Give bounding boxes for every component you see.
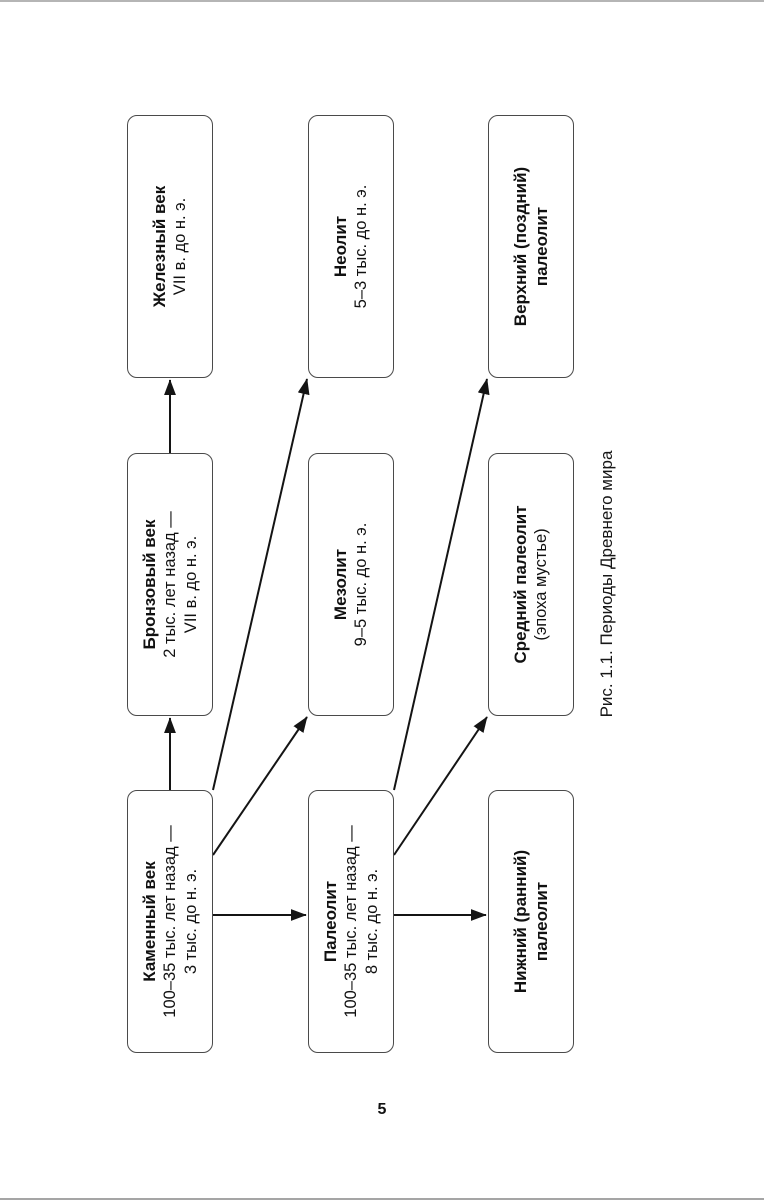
- box-upper-paleolithic: Верхний (поздний)палеолит: [488, 115, 574, 378]
- figure-caption: Рис. 1.1. Периоды Древнего мира: [597, 450, 616, 718]
- box-iron-age: Железный век VII в. до н. э.: [127, 115, 213, 378]
- box-title: Бронзовый век: [139, 519, 159, 650]
- box-subtitle: 100–35 тыс. лет назад —3 тыс. до н. э.: [160, 825, 200, 1018]
- box-title: Каменный век: [139, 861, 159, 982]
- page-bottom-edge-line: [0, 1198, 764, 1200]
- box-paleolithic: Палеолит 100–35 тыс. лет назад —8 тыс. д…: [308, 790, 394, 1053]
- box-subtitle: 9–5 тыс. до н. э.: [352, 522, 370, 647]
- box-stone-age: Каменный век 100–35 тыс. лет назад —3 ты…: [127, 790, 213, 1053]
- arrow-paleolithic-to-middle: [393, 716, 488, 856]
- box-neolithic: Неолит 5–3 тыс. до н. э.: [308, 115, 394, 378]
- box-subtitle: 5–3 тыс. до н. э.: [352, 184, 370, 309]
- page-number: 5: [377, 1101, 387, 1118]
- box-title: Верхний (поздний)палеолит: [511, 166, 551, 327]
- page-top-edge-line: [0, 0, 764, 2]
- box-subtitle: VII в. до н. э.: [171, 197, 189, 296]
- arrow-stone-to-mesolithic: [212, 716, 308, 856]
- box-title: Палеолит: [320, 880, 340, 963]
- box-middle-paleolithic: Средний палеолит (эпоха мустье): [488, 453, 574, 716]
- box-title: Железный век: [150, 185, 169, 308]
- box-mesolithic: Мезолит 9–5 тыс. до н. э.: [308, 453, 394, 716]
- box-subtitle: (эпоха мустье): [532, 528, 550, 641]
- box-lower-paleolithic: Нижний (ранний)палеолит: [488, 790, 574, 1053]
- figure-periods-of-ancient-world: Каменный век 100–35 тыс. лет назад —3 ты…: [127, 113, 642, 1053]
- box-title: Неолит: [331, 215, 350, 278]
- arrow-stone-to-neolithic: [212, 378, 310, 791]
- box-subtitle: 100–35 тыс. лет назад —8 тыс. до н. э.: [341, 825, 381, 1018]
- box-subtitle: 2 тыс. лет назад —VII в. до н. э.: [160, 511, 200, 658]
- flow-arrows: [164, 378, 490, 921]
- arrow-paleolithic-to-upper: [393, 378, 490, 791]
- box-title: Мезолит: [331, 548, 350, 621]
- box-bronze-age: Бронзовый век 2 тыс. лет назад —VII в. д…: [127, 453, 213, 716]
- box-title: Средний палеолит: [511, 505, 530, 664]
- box-title: Нижний (ранний)палеолит: [511, 849, 551, 994]
